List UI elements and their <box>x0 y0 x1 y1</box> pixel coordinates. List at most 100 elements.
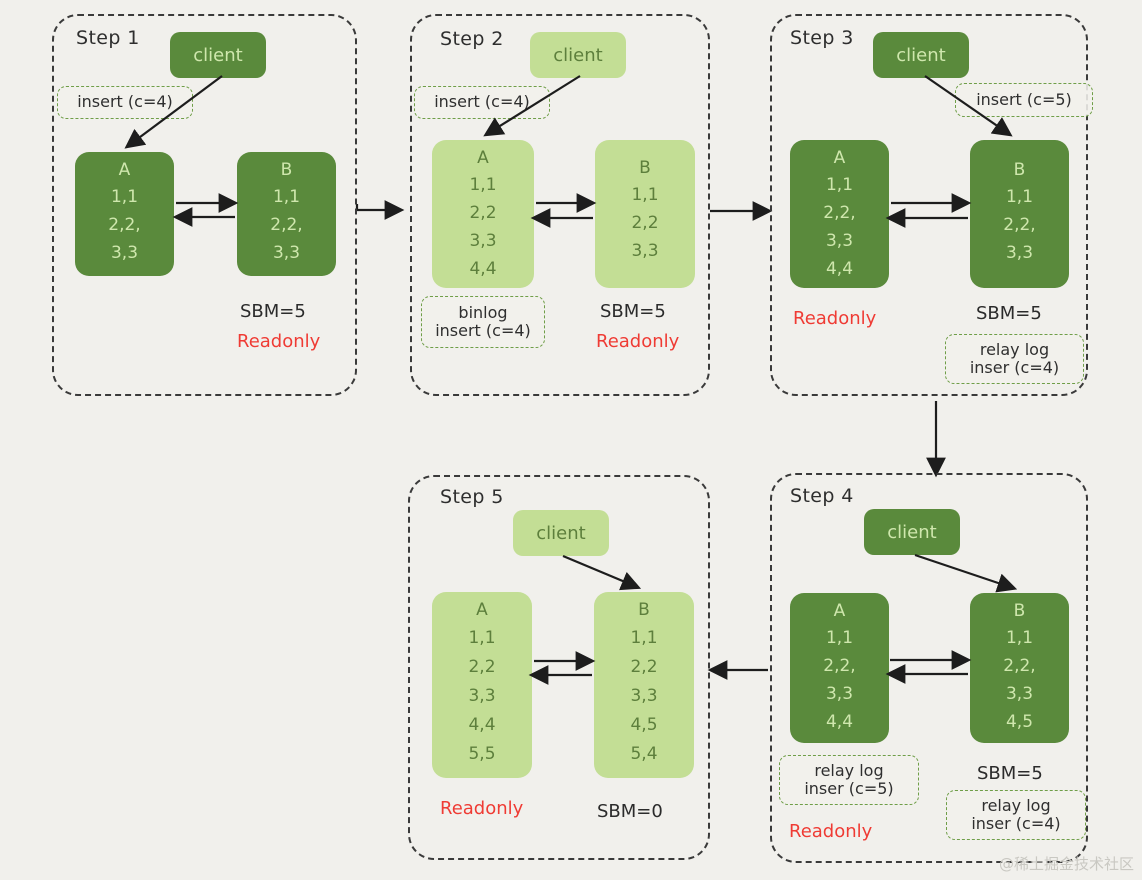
step-1-sbm-note: SBM=5 <box>240 301 306 322</box>
step-2-b-row-2: 2,2 <box>631 213 659 233</box>
step-1-a-name: A <box>118 160 131 180</box>
step-4-relay-a-line-2: inser (c=5) <box>804 779 894 798</box>
step-1-a-row-1: 1,1 <box>110 187 139 207</box>
step-5-a-name: A <box>476 600 488 620</box>
step-3-client-label: client <box>896 44 946 66</box>
step-2-insert-tag: insert (c=4) <box>414 86 550 119</box>
step-5-panel <box>408 475 710 860</box>
step-5-b-name: B <box>638 600 650 620</box>
step-2-readonly-note: Readonly <box>596 331 680 352</box>
step-4-sbm-note: SBM=5 <box>977 763 1043 784</box>
step-3-insert-text: insert (c=5) <box>976 89 1072 109</box>
step-4-a-row-1: 1,1 <box>825 628 854 648</box>
step-1-readonly-note: Readonly <box>237 331 321 352</box>
step-4-relay-a-line-1: relay log <box>814 760 884 780</box>
step-1-b-name: B <box>280 160 293 180</box>
step-4-node-b: B 1,1 2,2, 3,3 4,5 <box>970 593 1069 743</box>
step-1-client: client <box>170 32 266 78</box>
step-1-a-row-3: 3,3 <box>110 243 139 263</box>
step-1-title: Step 1 <box>76 27 140 49</box>
step-2-node-b: B 1,1 2,2 3,3 <box>595 140 695 288</box>
watermark: @稀土掘金技术社区 <box>998 855 1134 873</box>
step-1-b-row-1: 1,1 <box>272 187 301 207</box>
step-3-readonly-note: Readonly <box>793 308 877 329</box>
step-5-node-a: A 1,1 2,2 3,3 4,4 5,5 <box>432 592 532 778</box>
step-2-client: client <box>530 32 626 78</box>
step-3-client: client <box>873 32 969 78</box>
step-5-title: Step 5 <box>440 486 504 508</box>
step-5-client: client <box>513 510 609 556</box>
step-5-readonly-note: Readonly <box>440 798 524 819</box>
step-3-a-row-3: 3,3 <box>825 231 854 251</box>
step-2-b-row-3: 3,3 <box>631 241 659 261</box>
step-4-b-name: B <box>1013 601 1026 621</box>
step-4-client-label: client <box>887 521 937 543</box>
step-3-insert-tag: insert (c=5) <box>955 83 1093 117</box>
step-2-insert-text: insert (c=4) <box>434 92 530 112</box>
step-2-b-name: B <box>639 158 651 178</box>
step-4-relay-b-line-1: relay log <box>981 795 1051 815</box>
step-2-a-row-2: 2,2 <box>469 203 497 223</box>
step-2-a-row-1: 1,1 <box>469 175 497 195</box>
step-3-a-row-2: 2,2, <box>823 203 856 223</box>
step-4-node-a: A 1,1 2,2, 3,3 4,4 <box>790 593 889 743</box>
step-4-title: Step 4 <box>790 485 854 507</box>
step-1-client-label: client <box>193 44 243 66</box>
step-3-relay-line-1: relay log <box>979 339 1050 359</box>
step-2-b-row-1: 1,1 <box>631 185 659 205</box>
step-4-b-row-4: 4,5 <box>1005 712 1034 732</box>
step-4-a-row-2: 2,2, <box>823 656 856 676</box>
step-2-sbm-note: SBM=5 <box>600 301 666 322</box>
step-5-a-row-2: 2,2 <box>468 657 496 677</box>
step-3-a-row-1: 1,1 <box>825 175 854 195</box>
step-3-b-name: B <box>1013 160 1026 180</box>
step-3-b-row-1: 1,1 <box>1005 187 1034 207</box>
step-1-node-b: B 1,1 2,2, 3,3 <box>237 152 336 276</box>
step-2-a-name: A <box>477 148 489 168</box>
step-3-node-a: A 1,1 2,2, 3,3 4,4 <box>790 140 889 288</box>
step-3-a-name: A <box>833 148 846 168</box>
step-5-a-row-4: 4,4 <box>468 715 496 735</box>
step-5-b-row-3: 3,3 <box>630 686 658 706</box>
step-5-sbm-note: SBM=0 <box>597 801 663 822</box>
step-4-a-row-4: 4,4 <box>825 712 854 732</box>
step-5-a-row-3: 3,3 <box>468 686 496 706</box>
step-1-b-row-2: 2,2, <box>270 215 303 235</box>
step-2-a-row-4: 4,4 <box>469 259 497 279</box>
step-5-b-row-1: 1,1 <box>630 628 658 648</box>
step-5-client-label: client <box>536 522 586 544</box>
step-5-a-row-5: 5,5 <box>468 744 496 764</box>
step-4-readonly-note: Readonly <box>789 821 873 842</box>
step-1-b-row-3: 3,3 <box>272 243 301 263</box>
step-1-insert-tag: insert (c=4) <box>57 86 193 119</box>
step-2-panel <box>410 14 710 396</box>
step-5-b-row-2: 2,2 <box>630 657 658 677</box>
step-2-binlog-line-2: insert (c=4) <box>435 321 531 340</box>
step-3-b-row-2: 2,2, <box>1003 215 1036 235</box>
step-1-node-a: A 1,1 2,2, 3,3 <box>75 152 174 276</box>
step-4-client: client <box>864 509 960 555</box>
step-2-node-a: A 1,1 2,2 3,3 4,4 <box>432 140 534 288</box>
step-3-b-row-3: 3,3 <box>1005 243 1034 263</box>
step-4-a-name: A <box>833 601 846 621</box>
step-1-a-row-2: 2,2, <box>108 215 141 235</box>
step-3-sbm-note: SBM=5 <box>976 303 1042 324</box>
step-5-node-b: B 1,1 2,2 3,3 4,5 5,4 <box>594 592 694 778</box>
step-3-title: Step 3 <box>790 27 854 49</box>
step-3-relay-line-2: inser (c=4) <box>969 358 1060 377</box>
step-3-panel <box>770 14 1088 396</box>
step-3-a-row-4: 4,4 <box>825 259 854 279</box>
step-4-relay-b-line-2: inser (c=4) <box>971 814 1061 833</box>
step-5-a-row-1: 1,1 <box>468 628 496 648</box>
step-1-insert-text: insert (c=4) <box>77 92 173 112</box>
step-5-b-row-5: 5,4 <box>630 744 658 764</box>
step-4-b-row-3: 3,3 <box>1005 684 1034 704</box>
step-2-a-row-3: 3,3 <box>469 231 497 251</box>
step-2-title: Step 2 <box>440 28 504 50</box>
step-2-binlog-line-1: binlog <box>458 302 508 322</box>
step-4-relay-log-b-tag: relay log inser (c=4) <box>946 790 1086 840</box>
step-4-panel <box>770 473 1088 863</box>
step-4-b-row-2: 2,2, <box>1003 656 1036 676</box>
step-2-client-label: client <box>553 44 603 66</box>
